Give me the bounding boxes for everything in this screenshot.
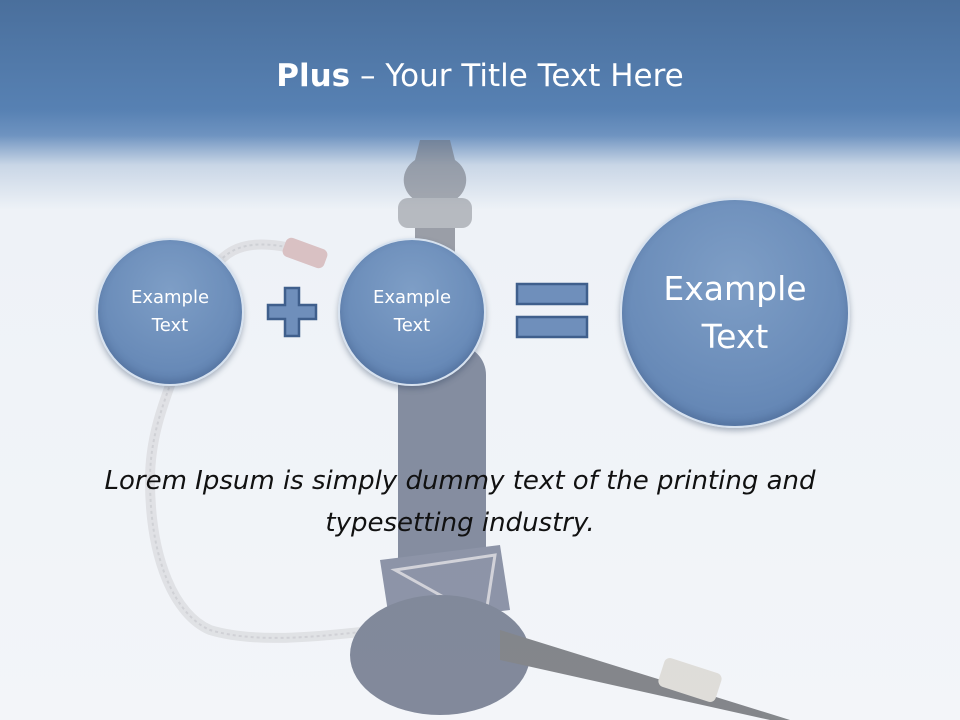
title-bold-word: Plus xyxy=(276,58,351,94)
slide-title: Plus – Your Title Text Here xyxy=(0,52,960,100)
body-text: Lorem Ipsum is simply dummy text of the … xyxy=(104,466,816,538)
equals-sign-icon xyxy=(515,282,589,339)
circle-left[interactable]: Example Text xyxy=(96,238,244,386)
circle-result-label: Example Text xyxy=(663,269,807,356)
title-rest: – Your Title Text Here xyxy=(350,58,684,94)
circle-result[interactable]: Example Text xyxy=(620,198,850,428)
plus-sign-icon xyxy=(266,286,318,338)
circle-middle-label: Example Text xyxy=(372,287,452,336)
circle-left-label: Example Text xyxy=(130,287,210,336)
circle-middle[interactable]: Example Text xyxy=(338,238,486,386)
